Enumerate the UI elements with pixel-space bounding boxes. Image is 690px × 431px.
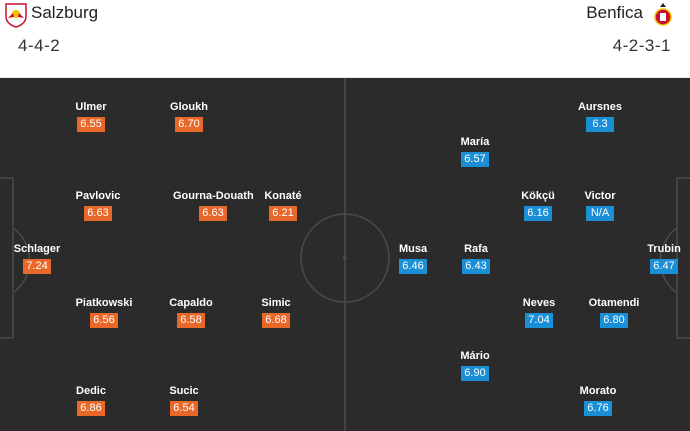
player-name: Capaldo <box>169 297 213 309</box>
player-name: Pavlovic <box>75 190 121 202</box>
away-player-aursnes[interactable]: Aursnes 6.3 <box>560 100 640 132</box>
away-player-kokcu[interactable]: Kökçü 6.16 <box>498 189 578 221</box>
rating-badge: 6.46 <box>399 259 427 274</box>
rating-badge: 6.3 <box>586 117 614 132</box>
player-name: Musa <box>398 243 428 255</box>
away-player-trubin[interactable]: Trubin 6.47 <box>624 242 690 274</box>
rating-badge: 6.63 <box>199 206 227 221</box>
rating-badge: 7.04 <box>525 313 553 328</box>
away-team-name[interactable]: Benfica <box>586 3 643 22</box>
player-name: Dedic <box>76 385 106 397</box>
away-formation: 4-2-3-1 <box>612 36 671 55</box>
rating-badge: 6.54 <box>170 401 198 416</box>
player-name: Victor <box>584 190 616 202</box>
home-player-gloukh[interactable]: Gloukh 6.70 <box>149 100 229 132</box>
player-name: Simic <box>261 297 291 309</box>
player-name: Konaté <box>264 190 302 202</box>
rating-badge: 6.43 <box>462 259 490 274</box>
home-player-sucic[interactable]: Sucic 6.54 <box>144 384 224 416</box>
player-name: Aursnes <box>577 101 623 113</box>
away-player-musa[interactable]: Musa 6.46 <box>373 242 453 274</box>
pitch: Schlager 7.24 Ulmer 6.55 Pavlovic 6.63 P… <box>0 78 690 431</box>
player-name: Kökçü <box>521 190 555 202</box>
rating-badge: 6.76 <box>584 401 612 416</box>
rating-badge: 7.24 <box>23 259 51 274</box>
away-player-victor[interactable]: Victor N/A <box>560 189 640 221</box>
home-player-gourna-douath[interactable]: Gourna-Douath 6.63 <box>173 189 254 221</box>
home-team-name[interactable]: Salzburg <box>31 3 99 22</box>
rating-badge: N/A <box>586 206 614 221</box>
home-player-capaldo[interactable]: Capaldo 6.58 <box>151 296 231 328</box>
player-name: Otamendi <box>588 297 640 309</box>
away-player-mario[interactable]: Mário 6.90 <box>435 349 515 381</box>
rating-badge: 6.80 <box>600 313 628 328</box>
rating-badge: 6.16 <box>524 206 552 221</box>
rating-badge: 6.58 <box>177 313 205 328</box>
match-header: Salzburg 4-4-2 Benfica 4-2-3-1 <box>0 0 690 78</box>
rating-badge: 6.55 <box>77 117 105 132</box>
player-name: Rafa <box>464 243 488 255</box>
home-formation: 4-4-2 <box>18 36 61 55</box>
player-name: Schlager <box>13 243 61 255</box>
player-name: Neves <box>522 297 556 309</box>
player-name: Sucic <box>169 385 199 397</box>
player-name: Trubin <box>647 243 681 255</box>
rating-badge: 6.68 <box>262 313 290 328</box>
player-name: Gloukh <box>170 101 208 113</box>
player-name: Mário <box>460 350 490 362</box>
home-player-ulmer[interactable]: Ulmer 6.55 <box>51 100 131 132</box>
home-player-konate[interactable]: Konaté 6.21 <box>243 189 323 221</box>
away-player-morato[interactable]: Morato 6.76 <box>558 384 638 416</box>
away-player-otamendi[interactable]: Otamendi 6.80 <box>574 296 654 328</box>
player-name: Ulmer <box>75 101 107 113</box>
rating-badge: 6.70 <box>175 117 203 132</box>
away-player-neves[interactable]: Neves 7.04 <box>499 296 579 328</box>
home-player-piatkowski[interactable]: Piatkowski 6.56 <box>64 296 144 328</box>
benfica-logo-icon <box>654 3 672 26</box>
rating-badge: 6.21 <box>269 206 297 221</box>
home-player-schlager[interactable]: Schlager 7.24 <box>0 242 77 274</box>
away-player-maria[interactable]: María 6.57 <box>435 135 515 167</box>
home-player-simic[interactable]: Simic 6.68 <box>236 296 316 328</box>
rating-badge: 6.47 <box>650 259 678 274</box>
home-player-pavlovic[interactable]: Pavlovic 6.63 <box>58 189 138 221</box>
salzburg-logo-icon <box>5 3 27 28</box>
player-name: Morato <box>579 385 617 397</box>
player-name: Piatkowski <box>75 297 133 309</box>
rating-badge: 6.56 <box>90 313 118 328</box>
away-player-rafa[interactable]: Rafa 6.43 <box>436 242 516 274</box>
player-name: Gourna-Douath <box>173 190 254 202</box>
rating-badge: 6.86 <box>77 401 105 416</box>
rating-badge: 6.63 <box>84 206 112 221</box>
rating-badge: 6.90 <box>461 366 489 381</box>
rating-badge: 6.57 <box>461 152 489 167</box>
home-player-dedic[interactable]: Dedic 6.86 <box>51 384 131 416</box>
player-name: María <box>460 136 490 148</box>
